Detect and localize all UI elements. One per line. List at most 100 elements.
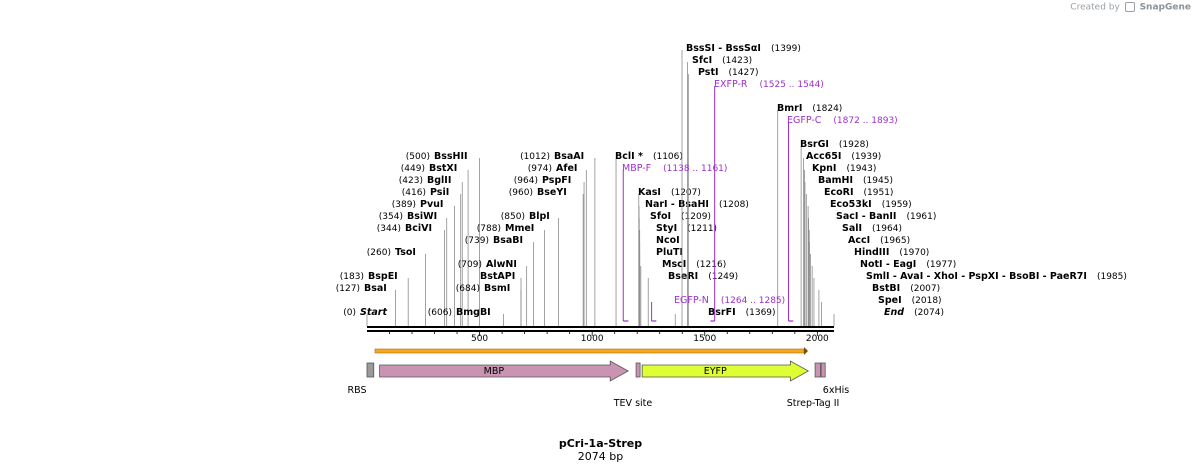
right-site-ncoi: NcoI: [656, 235, 680, 246]
right-site-pos: (1959): [882, 200, 912, 210]
mid-site-mmei: MmeI: [505, 223, 534, 234]
right-site-sali: SalI: [842, 223, 862, 234]
right-site-pos: (2018): [912, 296, 942, 306]
mid-site-alwni: AlwNI: [486, 259, 517, 270]
right-site-pos: (1977): [926, 260, 956, 270]
right-site-pos: (1208): [719, 200, 749, 210]
mid-site-bseyi: BseYI: [537, 187, 567, 198]
mid-site-pspfi: PspFI: [542, 175, 571, 186]
primer-mbp-f: MBP-F: [622, 163, 651, 174]
mid-site-pos: (960): [509, 188, 533, 198]
right-site-bamhi: BamHI: [818, 175, 853, 186]
left-site-pos: (416): [402, 188, 426, 198]
feature-6xhis-label: 6xHis: [823, 385, 849, 396]
right-site-kpni: KpnI: [812, 163, 836, 174]
right-site-pos: (1211): [687, 224, 717, 234]
primer-exfp-r: EXFP-R: [714, 79, 748, 90]
right-site-end: End: [884, 307, 904, 318]
mid-site-bsabi: BsaBI: [493, 235, 523, 246]
primer-range: (1872 .. 1893): [833, 116, 897, 126]
left-site-pvui: PvuI: [420, 199, 443, 210]
mid-site-bstapi: BstAPI: [480, 271, 515, 282]
right-site-spei: SpeI: [878, 295, 902, 306]
plasmid-size: 2074 bp: [577, 450, 624, 463]
snapgene-watermark: Created by SnapGene: [1070, 2, 1191, 13]
plasmid-name: pCri-1a-Strep: [558, 437, 643, 450]
right-site-pos: (1943): [846, 164, 876, 174]
mid-site-blpi: BlpI: [529, 211, 550, 222]
left-site-pos: (260): [367, 248, 391, 258]
right-site-ecori: EcoRI: [824, 187, 854, 198]
right-site-pos: (1945): [863, 176, 893, 186]
primer-egfp-n: EGFP-N: [674, 295, 709, 306]
right-site-pos: (1985): [1097, 272, 1127, 282]
right-site-pos: (1209): [681, 212, 711, 222]
ruler-label: 500: [471, 334, 488, 344]
feature-tev-site-label: TEV site: [613, 398, 653, 409]
left-site-tsoi: TsoI: [395, 247, 416, 258]
mid-site-afei: AfeI: [556, 163, 577, 174]
snapgene-logo-icon: [1124, 2, 1135, 12]
right-site-pos: (1207): [671, 188, 701, 198]
right-site-pos: (1965): [880, 236, 910, 246]
left-site-bcivi: BciVI: [405, 223, 432, 234]
right-site-pos: (1951): [864, 188, 894, 198]
feature-rbs: [366, 362, 375, 378]
feature-mbp-label: MBP: [484, 366, 505, 377]
left-site-start: Start: [360, 307, 387, 318]
right-site-acci: AccI: [848, 235, 870, 246]
right-site-pos: (1961): [906, 212, 936, 222]
right-site-nari-bsahi: NarI - BsaHI: [645, 199, 709, 210]
feature-strep-tag-ii: [814, 362, 821, 378]
watermark-brand: SnapGene: [1139, 2, 1191, 13]
left-site-pos: (0): [343, 308, 356, 318]
primer-range: (1525 .. 1544): [760, 80, 824, 90]
left-site-pos: (500): [406, 152, 430, 162]
right-site-pos: (1216): [696, 260, 726, 270]
mid-site-bsmi: BsmI: [484, 283, 510, 294]
right-site-bcli: BclI *: [615, 151, 643, 162]
primer-range: (1138 .. 1161): [663, 164, 727, 174]
left-site-pos: (449): [401, 164, 425, 174]
left-site-pos: (183): [340, 272, 364, 282]
mid-site-pos: (974): [528, 164, 552, 174]
primer-egfp-c: EGFP-C: [787, 115, 822, 126]
feature-tev-site: [635, 362, 641, 378]
feature-strep-tag-ii-label: Strep-Tag II: [787, 398, 840, 409]
watermark-prefix: Created by: [1070, 2, 1120, 13]
right-site-pos: (1106): [653, 152, 683, 162]
right-site-pos: (1964): [872, 224, 902, 234]
right-site-pos: (1249): [708, 272, 738, 282]
right-site-pos: (1369): [746, 308, 776, 318]
right-site-bsrfi: BsrFI: [708, 307, 736, 318]
primer-range: (1264 .. 1285): [721, 296, 785, 306]
right-site-pos: (1939): [851, 152, 881, 162]
mid-site-pos: (850): [501, 212, 525, 222]
feature-6xhis: [820, 362, 826, 378]
right-site-bstbi: BstBI: [872, 283, 900, 294]
left-site-bsai: BsaI: [364, 283, 387, 294]
left-site-pos: (344): [377, 224, 401, 234]
left-site-psii: PsiI: [430, 187, 449, 198]
mid-site-pos: (1012): [520, 152, 550, 162]
right-site-smli-avai-xhoi-pspxi-bsobi-paer7i: SmlI - AvaI - XhoI - PspXI - BsoBI - Pae…: [866, 271, 1087, 282]
right-site-eco53ki: Eco53kI: [830, 199, 872, 210]
feature-eyfp: [641, 360, 810, 382]
right-site-pos: (2074): [914, 308, 944, 318]
right-site-hindiii: HindIII: [854, 247, 889, 258]
feature-mbp: [379, 360, 630, 382]
right-site-pos: (1824): [812, 104, 842, 114]
mid-site-pos: (964): [514, 176, 538, 186]
right-site-styi: StyI: [656, 223, 677, 234]
mid-site-pos: (709): [458, 260, 482, 270]
mid-site-pos: (739): [465, 236, 489, 246]
right-site-pluti: PluTI: [656, 247, 683, 258]
left-site-pos: (423): [399, 176, 423, 186]
right-site-pos: (1970): [899, 248, 929, 258]
orf-arrow-head: [804, 347, 808, 355]
left-site-bsiwi: BsiWI: [407, 211, 437, 222]
right-site-bseri: BseRI: [668, 271, 698, 282]
left-site-bstxi: BstXI: [429, 163, 457, 174]
mid-site-pos: (684): [456, 284, 480, 294]
